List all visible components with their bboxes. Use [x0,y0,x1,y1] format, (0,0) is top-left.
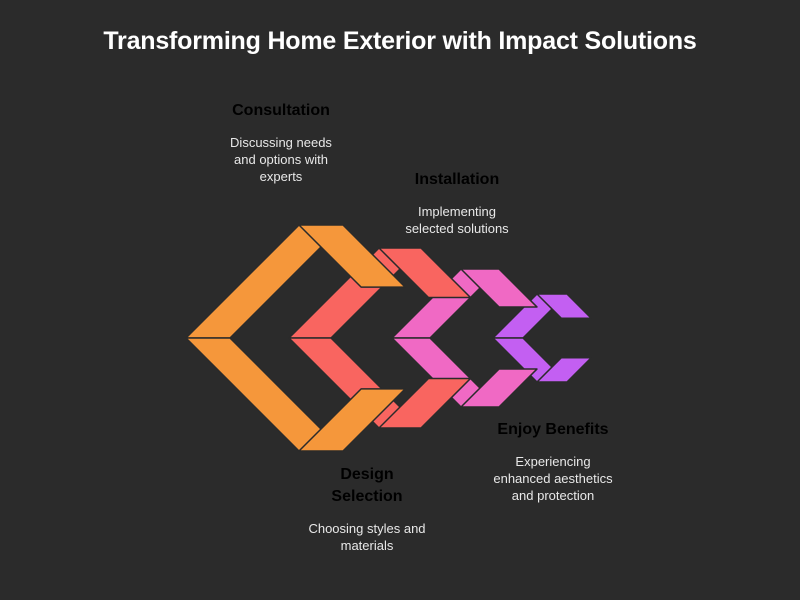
installation-chevron [391,268,538,408]
step-design-selection-title: Design Selection [331,466,403,505]
step-consultation-description: Discussing needs and options with expert… [230,135,332,184]
installation-upper-wing [460,268,538,308]
installation-lower-wing [460,368,538,408]
step-consultation: Consultation Discussing needs and option… [196,100,366,185]
step-installation: Installation Implementing selected solut… [372,169,542,237]
enjoy-benefits-lower-wing [536,357,592,383]
consultation-chevron [185,224,406,452]
step-installation-title: Installation [414,171,500,188]
step-design-selection-description: Choosing styles and materials [308,521,426,553]
consultation-upper-wing [298,224,406,288]
step-consultation-title: Consultation [232,102,330,119]
design-selection-lower-wing [378,377,472,429]
enjoy-benefits-upper-wing [536,293,592,319]
page-title: Transforming Home Exterior with Impact S… [103,27,697,55]
step-enjoy-benefits-title: Enjoy Benefits [497,421,609,438]
step-design-selection: Design Selection Choosing styles and mat… [282,464,452,554]
step-enjoy-benefits: Enjoy Benefits Experiencing enhanced aes… [463,419,643,504]
step-enjoy-benefits-description: Experiencing enhanced aesthetics and pro… [493,454,613,503]
enjoy-benefits-chevron [492,293,592,383]
consultation-lower-wing [298,388,406,452]
design-selection-upper-wing [378,247,472,299]
step-installation-description: Implementing selected solutions [405,204,509,236]
